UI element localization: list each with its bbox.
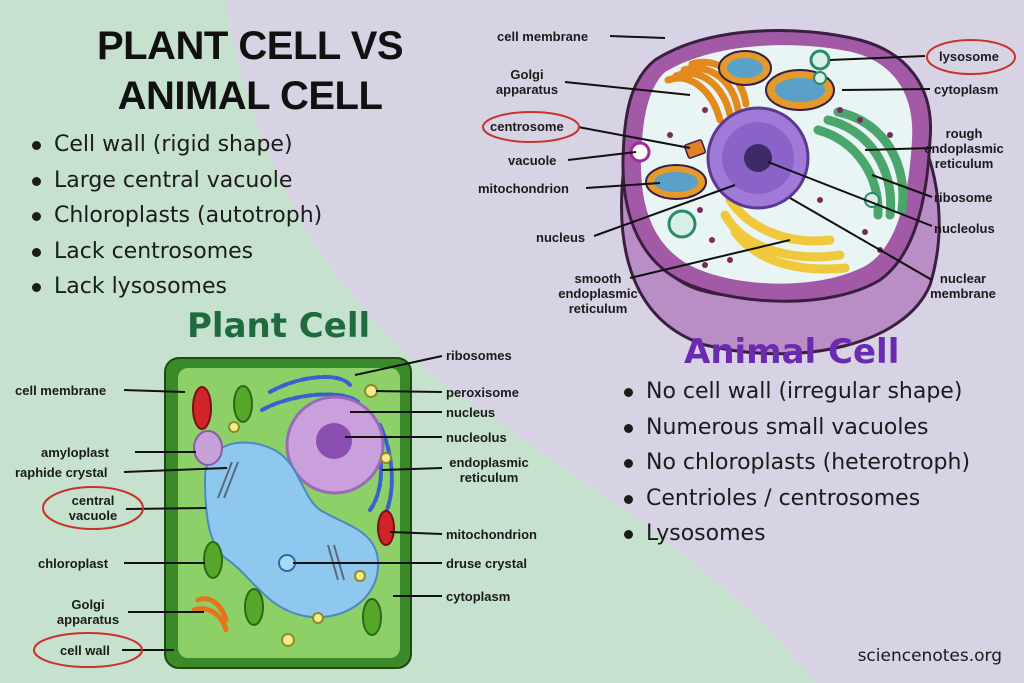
animal-lysosome <box>809 49 831 71</box>
main-title-line1: PLANT CELL VS <box>96 24 404 68</box>
plant-label-cell-membrane: cell membrane <box>15 383 107 398</box>
plant-trait: Cell wall (rigid shape) <box>28 127 322 163</box>
plant-label-cytoplasm: cytoplasm <box>446 589 511 604</box>
animal-nucleolus <box>744 144 772 172</box>
plant-central-vacuole <box>203 441 380 619</box>
animal-trait: Centrioles / centrosomes <box>620 481 970 517</box>
animal-trait: No chloroplasts (heterotroph) <box>620 445 970 481</box>
plant-leader-lines <box>122 355 443 651</box>
plant-nucleolus <box>316 423 352 459</box>
source-credit: sciencenotes.org <box>857 646 1002 666</box>
plant-label-chloroplast: chloroplast <box>38 556 109 571</box>
animal-cell <box>620 28 941 356</box>
plant-label-nucleolus: nucleolus <box>446 430 507 445</box>
animal-label-nucleus: nucleus <box>536 230 586 245</box>
animal-label-lysosome: lysosome <box>939 49 999 64</box>
animal-trait: Numerous small vacuoles <box>620 410 970 446</box>
plant-label-peroxisome: peroxisome <box>446 385 519 400</box>
plant-label-raphide-crystal: raphide crystal <box>15 465 108 480</box>
plant-amyloplast <box>193 430 223 466</box>
plant-label-ribosomes: ribosomes <box>446 348 512 363</box>
plant-label-druse-crystal: druse crystal <box>446 556 527 571</box>
plant-trait: Chloroplasts (autotroph) <box>28 198 322 234</box>
plant-chloroplasts <box>203 385 382 636</box>
plant-label-nucleus: nucleus <box>446 405 496 420</box>
animal-smooth-er <box>720 195 850 274</box>
animal-centrosome <box>683 139 707 159</box>
plant-trait: Lack lysosomes <box>28 269 322 305</box>
animal-leader-lines <box>564 35 933 281</box>
plant-er <box>260 374 394 522</box>
animal-golgi <box>664 58 750 124</box>
plant-traits-list: Cell wall (rigid shape) Large central va… <box>28 127 322 305</box>
animal-label-centrosome: centrosome <box>490 119 564 134</box>
plant-label-mitochondrion: mitochondrion <box>446 527 537 542</box>
plant-golgi <box>191 596 229 633</box>
animal-label-cell-membrane: cell membrane <box>497 29 589 44</box>
plant-druse-crystal <box>278 554 296 572</box>
plant-trait: Lack centrosomes <box>28 234 322 270</box>
plant-cell <box>164 357 412 669</box>
plant-mitochondrion-right <box>377 510 395 546</box>
plant-label-amyloplast: amyloplast <box>41 445 109 460</box>
animal-trait: Lysosomes <box>620 516 970 552</box>
plant-cell-heading: Plant Cell <box>187 306 371 346</box>
plant-highlight-circles <box>33 486 144 668</box>
plant-peroxisomes <box>228 384 392 647</box>
plant-label-cell-wall: cell wall <box>60 643 110 658</box>
animal-cell-heading: Animal Cell <box>684 332 900 372</box>
plant-trait: Large central vacuole <box>28 163 322 199</box>
animal-trait: No cell wall (irregular shape) <box>620 374 970 410</box>
animal-label-mitochondrion: mitochondrion <box>478 181 569 196</box>
animal-label-vacuole: vacuole <box>508 153 557 168</box>
animal-highlight-circles <box>482 39 1016 143</box>
animal-label-nucleolus: nucleolus <box>934 221 995 236</box>
animal-traits-list: No cell wall (irregular shape) Numerous … <box>620 374 970 552</box>
plant-mitochondrion-left <box>192 386 212 430</box>
animal-label-cytoplasm: cytoplasm <box>934 82 999 97</box>
animal-label-ribosome: ribosome <box>934 190 993 205</box>
main-title-line2: ANIMAL CELL <box>117 74 383 118</box>
